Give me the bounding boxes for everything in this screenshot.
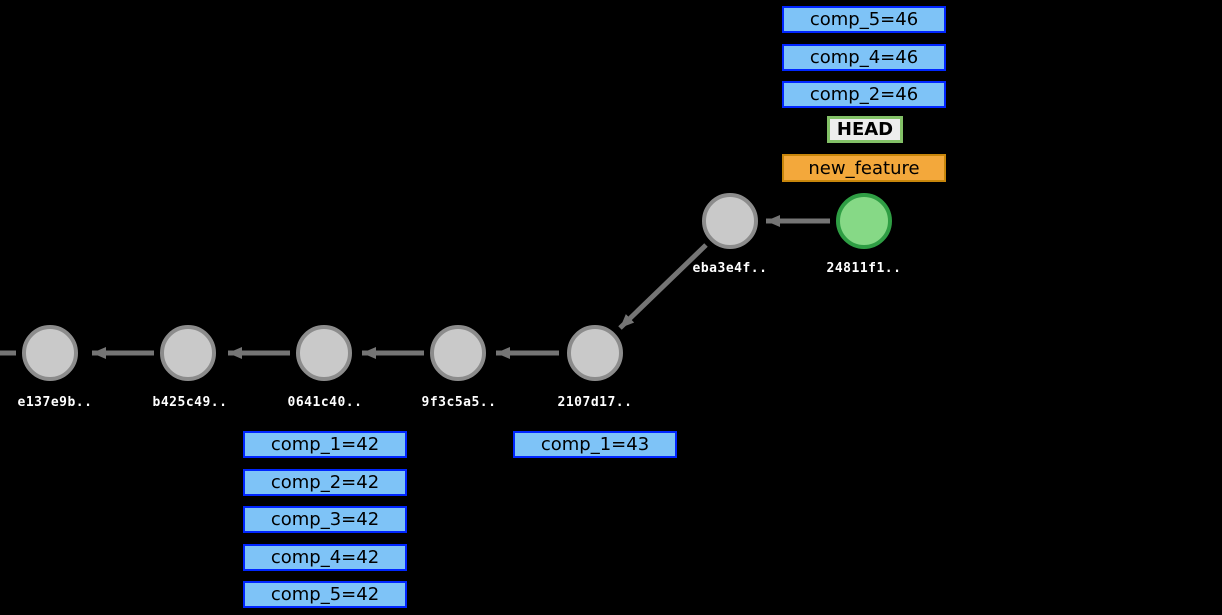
commit-hash-label: 2107d17.. bbox=[557, 395, 633, 410]
commit-hash-label: b425c49.. bbox=[152, 395, 228, 410]
tag-label: comp_4=46 bbox=[809, 47, 919, 68]
commit-node-2107d17 bbox=[567, 325, 623, 381]
commit-node-0641c40 bbox=[296, 325, 352, 381]
tag-label: comp_5=46 bbox=[809, 9, 919, 30]
tag-comp-4-46: comp_4=46 bbox=[782, 44, 946, 71]
tag-comp-5-46: comp_5=46 bbox=[782, 6, 946, 33]
commit-node-eba3e4f bbox=[702, 193, 758, 249]
tag-label: comp_1=42 bbox=[270, 434, 380, 455]
tag-label: comp_3=42 bbox=[270, 509, 380, 530]
tag-comp-1-42: comp_1=42 bbox=[243, 431, 407, 458]
head-label: HEAD bbox=[836, 119, 894, 140]
commit-hash-label: 9f3c5a5.. bbox=[421, 395, 497, 410]
tag-comp-5-42: comp_5=42 bbox=[243, 581, 407, 608]
commit-node-e137e9b bbox=[22, 325, 78, 381]
commit-hash-label: eba3e4f.. bbox=[692, 261, 768, 276]
tag-comp-1-43: comp_1=43 bbox=[513, 431, 677, 458]
tag-label: comp_4=42 bbox=[270, 547, 380, 568]
tag-comp-3-42: comp_3=42 bbox=[243, 506, 407, 533]
tag-label: comp_2=42 bbox=[270, 472, 380, 493]
tag-label: comp_2=46 bbox=[809, 84, 919, 105]
edge-eba3e4f-2107d17 bbox=[618, 243, 708, 330]
commit-node-9f3c5a5 bbox=[430, 325, 486, 381]
commit-hash-label: e137e9b.. bbox=[17, 395, 93, 410]
commit-hash-label: 24811f1.. bbox=[826, 261, 902, 276]
commit-node-24811f1-head bbox=[836, 193, 892, 249]
commit-node-b425c49 bbox=[160, 325, 216, 381]
tag-comp-4-42: comp_4=42 bbox=[243, 544, 407, 571]
branch-ref-box-new-feature: new_feature bbox=[782, 154, 946, 182]
tag-comp-2-46: comp_2=46 bbox=[782, 81, 946, 108]
head-ref-box: HEAD bbox=[827, 116, 903, 143]
commit-hash-label: 0641c40.. bbox=[287, 395, 363, 410]
tag-comp-2-42: comp_2=42 bbox=[243, 469, 407, 496]
branch-label: new_feature bbox=[808, 157, 920, 179]
tag-label: comp_1=43 bbox=[540, 434, 650, 455]
tag-label: comp_5=42 bbox=[270, 584, 380, 605]
